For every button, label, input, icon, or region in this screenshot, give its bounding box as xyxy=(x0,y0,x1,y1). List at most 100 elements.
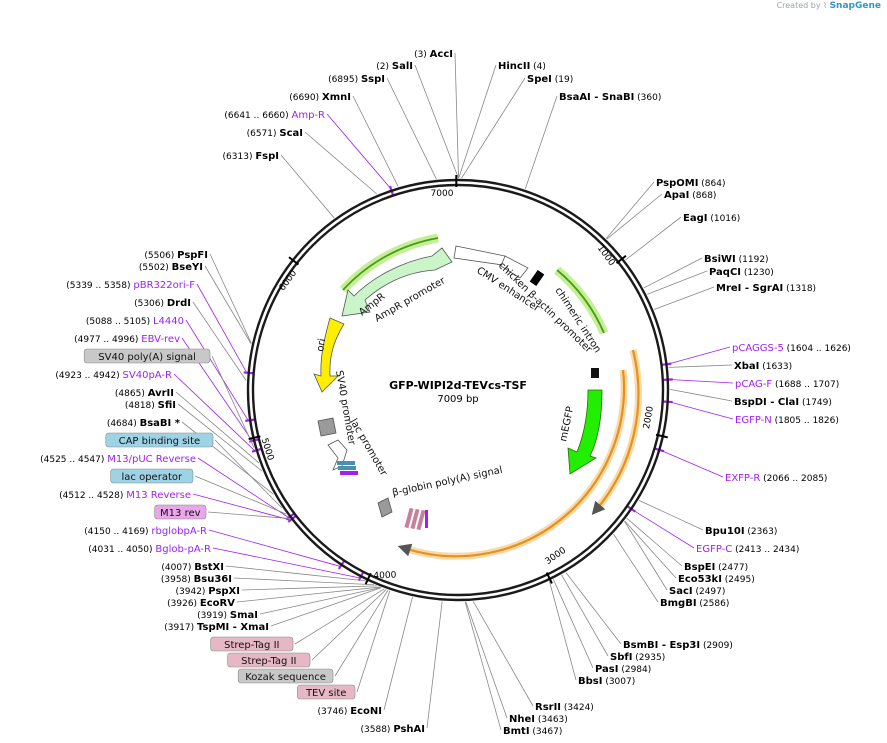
leader-line xyxy=(561,574,609,657)
credit-prefix: Created by xyxy=(776,1,821,10)
plasmid-name: GFP-WIPI2d-TEVcs-TSF xyxy=(389,379,527,392)
primer-label: (6641 .. 6660) Amp-R xyxy=(224,110,325,121)
svg-text:Strep-Tag II: Strep-Tag II xyxy=(241,656,296,667)
enzyme-label: (3919) SmaI xyxy=(197,610,258,621)
leader-line xyxy=(461,77,526,179)
enzyme-label: ApaI (868) xyxy=(664,190,716,201)
tick-label: 7000 xyxy=(431,189,454,199)
feature-box-label: lac operator xyxy=(110,468,194,484)
leader-line xyxy=(465,601,508,719)
primer-label: (4923 .. 4942) SV40pA-R xyxy=(55,370,172,381)
svg-text:M13 rev: M13 rev xyxy=(160,508,201,519)
feature-box-label: TEV site xyxy=(297,684,356,700)
tick-label: 2000 xyxy=(642,405,656,430)
feature-box-label: Strep-Tag II xyxy=(210,636,294,652)
leader-line xyxy=(605,181,655,239)
leader-line xyxy=(192,493,291,521)
enzyme-label: (5506) PspFI xyxy=(144,250,208,261)
enzyme-label: BsaAI - SnaBI (360) xyxy=(559,92,661,103)
tick-mark xyxy=(364,572,372,585)
kozak-marker xyxy=(591,368,599,378)
enzyme-label: BsiWI (1192) xyxy=(704,254,769,265)
leader-line xyxy=(311,589,387,661)
enzyme-label: BsmBI - Esp3I (2909) xyxy=(623,640,733,651)
leader-line xyxy=(464,601,502,731)
beta-globin-box xyxy=(377,497,393,518)
leader-line xyxy=(177,403,263,472)
leader-line xyxy=(414,64,459,179)
leader-line xyxy=(668,346,731,365)
megfp-arrow xyxy=(567,389,603,475)
feature-box-label: SV40 poly(A) signal xyxy=(83,348,211,364)
enzyme-label: BspDI - ClaI (1749) xyxy=(734,397,832,408)
leader-line xyxy=(241,585,377,591)
svg-text:Kozak sequence: Kozak sequence xyxy=(245,672,326,683)
enzyme-label: BbsI (3007) xyxy=(578,676,635,687)
backbone-inner xyxy=(251,183,665,597)
leader-line xyxy=(454,52,459,179)
leader-line xyxy=(194,475,287,515)
leader-line xyxy=(185,319,249,421)
snapgene-logo-icon: ⌇ xyxy=(823,1,828,10)
enzyme-label: Eco53kI (2495) xyxy=(678,574,755,585)
leader-line xyxy=(632,509,695,549)
m13rev-block xyxy=(340,471,358,475)
tick-mark xyxy=(545,572,553,584)
enzyme-label: (6571) ScaI xyxy=(247,128,303,139)
leader-line xyxy=(626,517,683,567)
cmv-enhancer-arrow xyxy=(453,245,506,266)
strep-tag-mark-1 xyxy=(404,507,414,529)
leader-line xyxy=(280,154,335,219)
enzyme-label: BmgBI (2586) xyxy=(660,598,729,609)
leader-line xyxy=(192,301,247,381)
strep-tag-mark-2 xyxy=(410,508,420,530)
leader-line xyxy=(669,401,734,420)
lac-operator-block xyxy=(338,466,356,470)
feature-label-chicken-actin-promoter: chicken β-actin promoter xyxy=(496,260,595,356)
enzyme-label: (3746) EcoNI xyxy=(317,706,382,717)
leader-line xyxy=(294,588,385,645)
leader-line xyxy=(643,257,703,289)
primer-label: (4512 .. 4528) M13 Reverse xyxy=(59,490,191,501)
leader-line xyxy=(197,457,289,518)
leader-line xyxy=(212,547,361,579)
svg-text:TEV site: TEV site xyxy=(305,688,347,699)
leader-line xyxy=(386,77,437,180)
enzyme-label: (3958) Bsu36I xyxy=(161,574,232,585)
leader-line xyxy=(661,450,724,478)
leader-line xyxy=(214,439,282,509)
enzyme-label: RsrII (3424) xyxy=(535,702,594,713)
leader-line xyxy=(233,577,375,586)
leader-line xyxy=(208,529,341,567)
enzyme-label: (4818) SfiI xyxy=(125,400,176,411)
orange-cds-arc-1 xyxy=(591,349,640,516)
leader-line xyxy=(669,379,734,384)
leader-line xyxy=(259,587,382,615)
leader-line xyxy=(613,533,659,603)
leader-line xyxy=(236,586,380,603)
primer-label: pCAG-F (1688 .. 1707) xyxy=(735,379,839,390)
enzyme-label: (6313) FspI xyxy=(223,151,279,162)
backbone-outer xyxy=(246,178,670,602)
leader-line xyxy=(326,113,392,190)
svg-text:CAP binding site: CAP binding site xyxy=(119,436,201,447)
primer-label: (4525 .. 4547) M13/pUC Reverse xyxy=(40,454,196,465)
feature-arrows xyxy=(313,233,642,560)
enzyme-label: (2) SalI xyxy=(376,61,413,72)
leader-line xyxy=(334,589,389,677)
cap-site-block xyxy=(337,461,355,465)
leader-line xyxy=(356,590,391,693)
enzyme-label: XbaI (1633) xyxy=(734,361,792,372)
tick-label: 4000 xyxy=(373,571,397,582)
leader-line xyxy=(352,95,399,187)
leader-line xyxy=(624,521,668,591)
leader-line xyxy=(669,388,733,402)
snapgene-credit: Created by ⌇ SnapGene xyxy=(777,1,881,11)
primer-label: (5088 .. 5105) L4440 xyxy=(86,316,184,327)
enzyme-label: SacI (2497) xyxy=(669,586,725,597)
leader-line xyxy=(606,193,663,240)
leader-line xyxy=(204,265,252,344)
leader-line xyxy=(625,216,682,261)
leader-line xyxy=(565,572,622,645)
